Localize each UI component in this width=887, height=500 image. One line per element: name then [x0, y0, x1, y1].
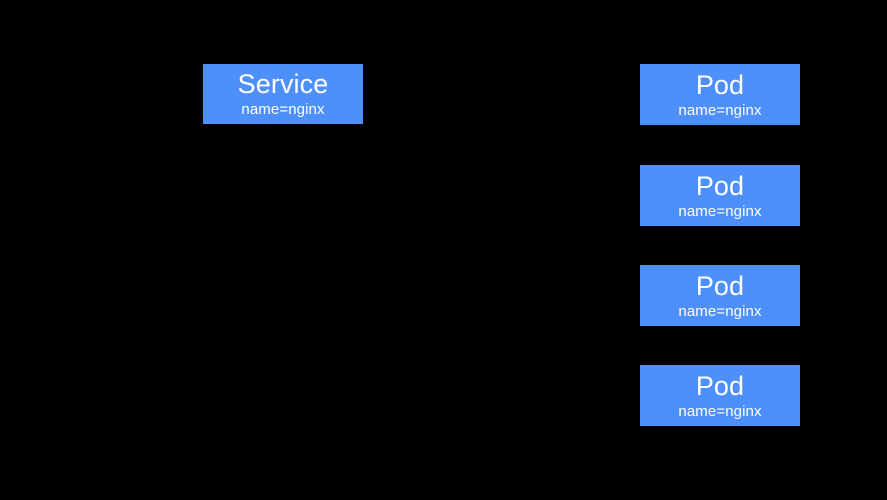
- pod-node-subtitle: name=nginx: [678, 202, 762, 220]
- service-node[interactable]: Service name=nginx: [203, 64, 363, 124]
- pod-node-1[interactable]: Pod name=nginx: [640, 64, 800, 125]
- pod-node-3[interactable]: Pod name=nginx: [640, 265, 800, 326]
- pod-node-subtitle: name=nginx: [678, 101, 762, 119]
- pod-node-title: Pod: [695, 170, 745, 201]
- pod-node-4[interactable]: Pod name=nginx: [640, 365, 800, 426]
- pod-node-title: Pod: [695, 270, 745, 301]
- service-node-subtitle: name=nginx: [241, 101, 325, 118]
- pod-node-2[interactable]: Pod name=nginx: [640, 165, 800, 226]
- pod-node-subtitle: name=nginx: [678, 402, 762, 420]
- service-node-title: Service: [237, 69, 329, 99]
- pod-node-title: Pod: [695, 370, 745, 401]
- pod-node-title: Pod: [695, 69, 745, 100]
- pod-node-subtitle: name=nginx: [678, 302, 762, 320]
